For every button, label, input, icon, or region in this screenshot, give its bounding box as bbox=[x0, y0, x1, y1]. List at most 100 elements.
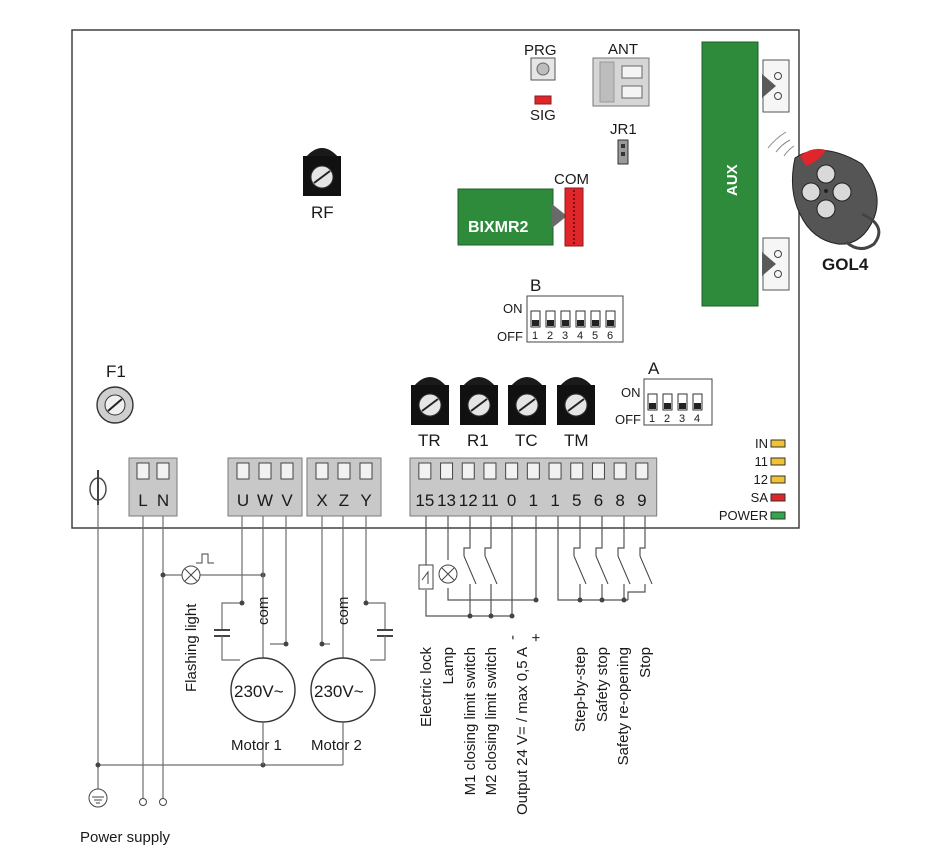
motor1-wire-v bbox=[270, 516, 287, 645]
rf-trimmer bbox=[303, 148, 341, 196]
io-label: M2 closing limit switch bbox=[483, 647, 500, 795]
terminal-screw bbox=[156, 462, 170, 480]
dip-lever bbox=[677, 393, 688, 411]
junction bbox=[283, 641, 289, 647]
terminal-label: U bbox=[237, 491, 249, 510]
terminal-screw bbox=[337, 462, 351, 480]
dip-lever-knob bbox=[679, 403, 686, 409]
trimmer-tm bbox=[557, 377, 595, 425]
earth-symbol-icon bbox=[88, 788, 108, 808]
terminal-label: 6 bbox=[594, 491, 603, 510]
dip-a-on: ON bbox=[621, 385, 641, 400]
trimmer-label: TM bbox=[564, 431, 589, 450]
capacitor-motor1-icon bbox=[214, 629, 240, 661]
command-label: Step-by-step bbox=[572, 647, 589, 732]
io-label: Output 24 V= / max 0,5 A bbox=[514, 647, 531, 815]
status-led bbox=[770, 439, 786, 448]
dip-lever-knob bbox=[562, 320, 569, 326]
prg-button bbox=[530, 57, 556, 81]
dip-lever bbox=[647, 393, 658, 411]
terminal-label: 8 bbox=[615, 491, 624, 510]
dip-number: 1 bbox=[649, 413, 655, 425]
lamp-icon bbox=[438, 564, 458, 584]
motor1-voltage: 230V~ bbox=[234, 682, 284, 701]
dip-number: 3 bbox=[679, 413, 685, 425]
led-label: SA bbox=[751, 490, 769, 505]
com-connector bbox=[564, 187, 584, 247]
terminal-label: W bbox=[257, 491, 273, 510]
command-label: Safety stop bbox=[594, 647, 611, 722]
terminal-screw bbox=[440, 462, 454, 480]
command-label: Safety re-opening bbox=[615, 647, 632, 765]
terminal-label: 1 bbox=[529, 491, 538, 510]
status-led bbox=[770, 511, 786, 520]
junction bbox=[319, 641, 325, 647]
motor1-label: Motor 1 bbox=[231, 737, 282, 754]
terminal-label: 15 bbox=[415, 491, 434, 510]
trimmer-r1 bbox=[460, 377, 498, 425]
terminal-screw bbox=[635, 462, 649, 480]
terminal-label: 13 bbox=[437, 491, 456, 510]
terminal-screw bbox=[548, 462, 562, 480]
terminal-screw bbox=[315, 462, 329, 480]
dip-lever bbox=[605, 310, 616, 328]
aux-module bbox=[701, 41, 759, 307]
dip-lever-knob bbox=[577, 320, 584, 326]
junction bbox=[95, 762, 101, 768]
led-label: POWER bbox=[719, 508, 768, 523]
dip-lever-knob bbox=[607, 320, 614, 326]
terminal-screw bbox=[591, 462, 605, 480]
dip-lever bbox=[560, 310, 571, 328]
jr1-pin bbox=[621, 144, 625, 148]
terminal-screw bbox=[418, 462, 432, 480]
dip-a-off: OFF bbox=[615, 412, 641, 427]
control-board bbox=[71, 29, 800, 529]
junction bbox=[239, 600, 245, 606]
jr1-pin bbox=[621, 152, 625, 156]
electric-lock-icon bbox=[418, 564, 434, 590]
dip-b-off: OFF bbox=[497, 329, 523, 344]
io-label: Electric lock bbox=[418, 647, 435, 728]
terminal-label: X bbox=[316, 491, 327, 510]
dip-lever bbox=[590, 310, 601, 328]
motor2-wire-x bbox=[321, 516, 330, 645]
terminal-screw bbox=[236, 462, 250, 480]
dip-number: 4 bbox=[577, 330, 583, 342]
bixmr2-arrow bbox=[552, 204, 567, 228]
dip-b-on: ON bbox=[503, 301, 523, 316]
terminal-label: Z bbox=[339, 491, 349, 510]
motor1-com-label: com bbox=[255, 597, 272, 625]
status-led bbox=[770, 475, 786, 484]
f1-label: F1 bbox=[106, 362, 126, 381]
terminal-label: 5 bbox=[572, 491, 581, 510]
prg-label: PRG bbox=[524, 42, 557, 59]
trimmer-label: R1 bbox=[467, 431, 489, 450]
dip-number: 5 bbox=[592, 330, 598, 342]
dip-lever-knob bbox=[592, 320, 599, 326]
motor2-voltage: 230V~ bbox=[314, 682, 364, 701]
trimmer-tc bbox=[508, 377, 546, 425]
motor2-label: Motor 2 bbox=[311, 737, 362, 754]
terminal-label: 9 bbox=[637, 491, 646, 510]
earth-terminal bbox=[89, 470, 107, 505]
led-label: 11 bbox=[755, 454, 769, 469]
command-label: Stop bbox=[637, 647, 654, 678]
aux-connector-top bbox=[762, 59, 790, 113]
status-led bbox=[770, 457, 786, 466]
power-supply-label: Power supply bbox=[80, 829, 171, 846]
motor2-com-label: com bbox=[335, 597, 352, 625]
dip-lever bbox=[662, 393, 673, 411]
terminal-screw bbox=[526, 462, 540, 480]
sig-label: SIG bbox=[530, 107, 556, 124]
led-label: IN bbox=[755, 436, 768, 451]
dip-number: 2 bbox=[547, 330, 553, 342]
trimmer-label: TC bbox=[515, 431, 538, 450]
dip-lever-knob bbox=[649, 403, 656, 409]
terminal-label: N bbox=[157, 491, 169, 510]
status-led bbox=[770, 493, 786, 502]
terminal-label: 1 bbox=[550, 491, 559, 510]
bixmr2-module bbox=[457, 188, 554, 246]
dip-number: 3 bbox=[562, 330, 568, 342]
trimmer-label: TR bbox=[418, 431, 441, 450]
terminal-screw bbox=[505, 462, 519, 480]
